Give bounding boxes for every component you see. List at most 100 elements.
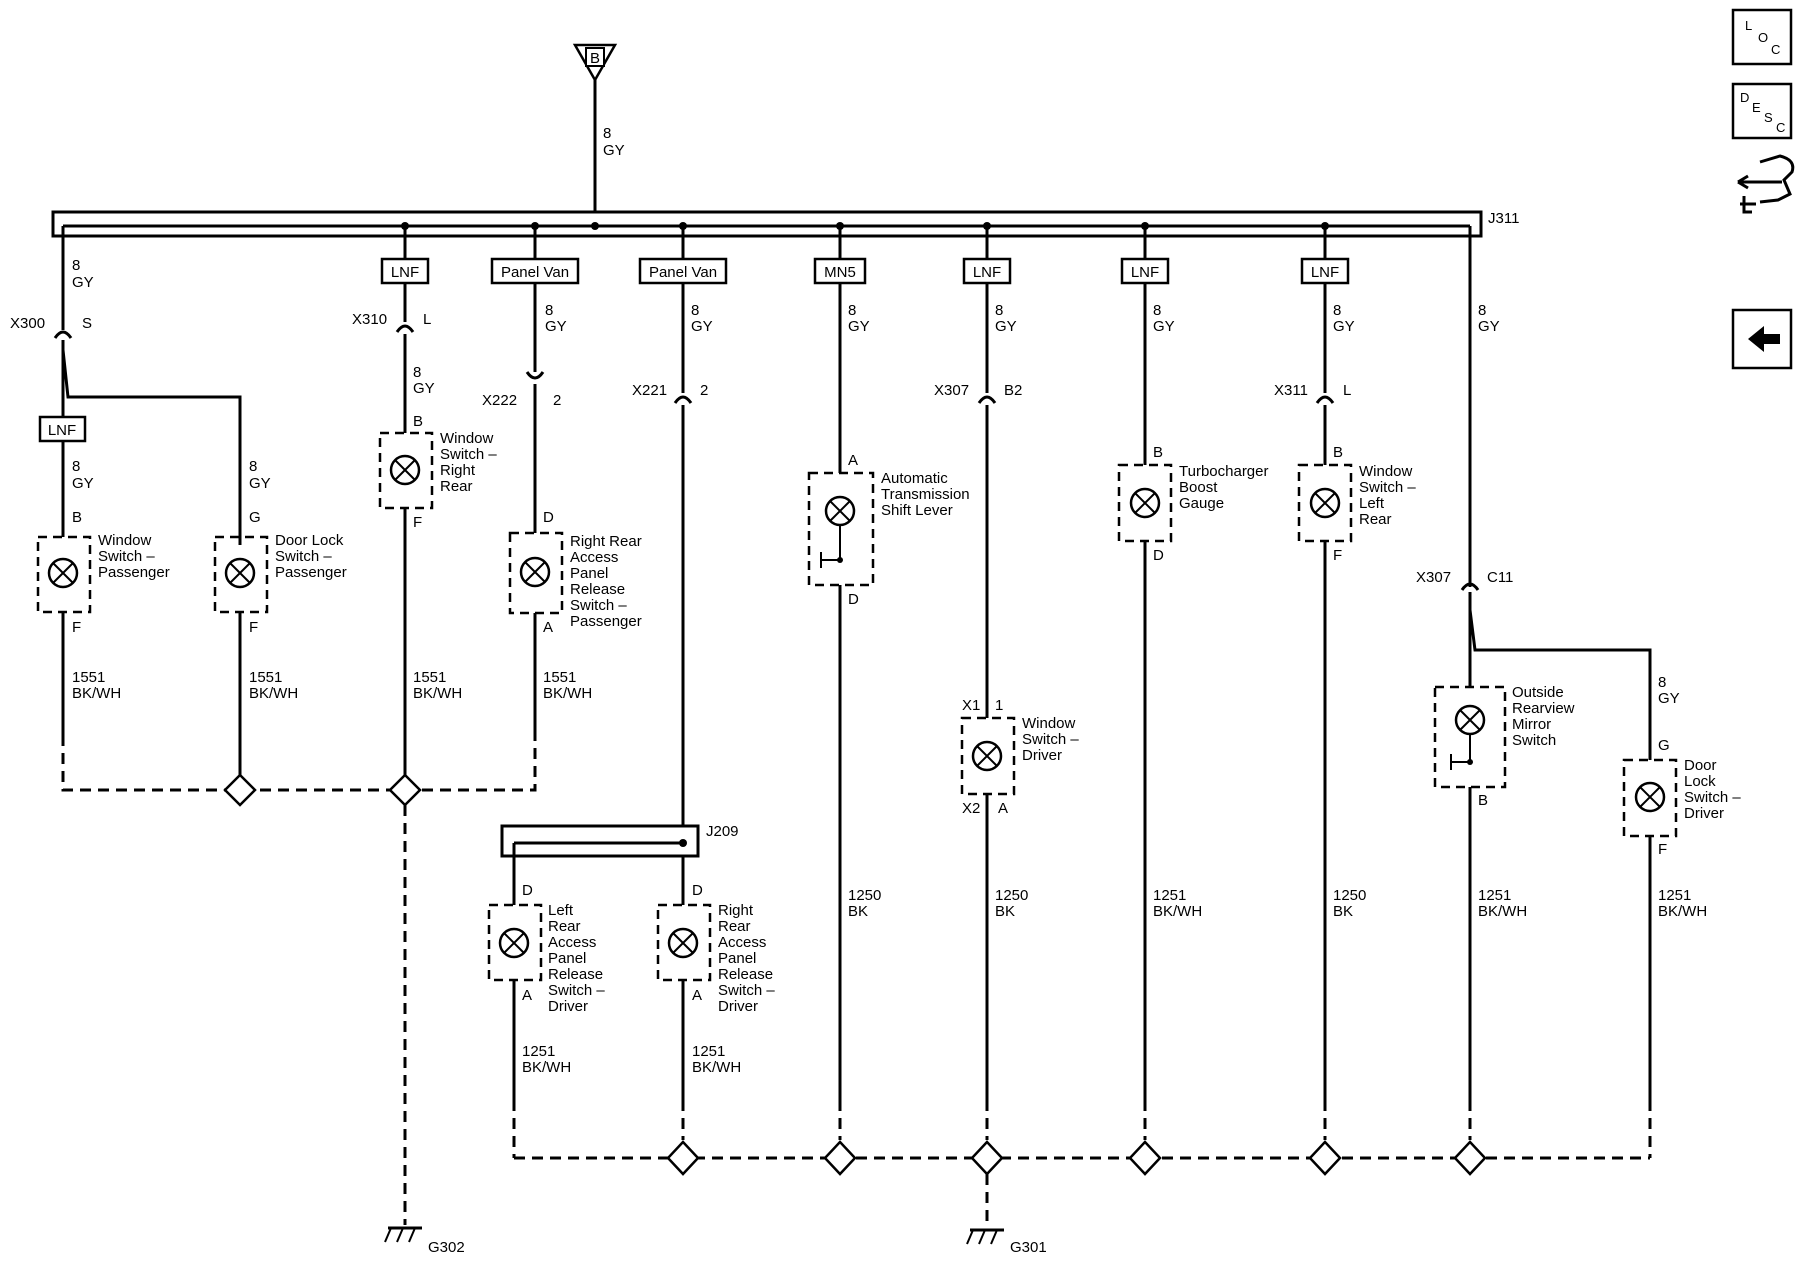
svg-text:1551: 1551 xyxy=(249,669,282,686)
svg-text:B: B xyxy=(72,509,82,526)
svg-text:1251: 1251 xyxy=(692,1043,725,1060)
loc-button[interactable]: L O C xyxy=(1731,8,1793,66)
svg-text:Rear: Rear xyxy=(440,478,473,495)
svg-text:Left: Left xyxy=(548,902,574,919)
circuit-window-switch-driver: LNF 8 GY X307 B2 X1 1 Window Switch – Dr… xyxy=(934,222,1079,1100)
svg-text:8: 8 xyxy=(72,458,80,475)
svg-text:O: O xyxy=(1758,30,1768,45)
svg-text:X310: X310 xyxy=(352,311,387,328)
svg-text:Automatic: Automatic xyxy=(881,470,948,487)
svg-text:LNF: LNF xyxy=(973,264,1001,281)
circuit-automatic-transmission-shift-lever: MN5 8 GY A Automatic Transmission Shift … xyxy=(807,222,970,1100)
svg-text:A: A xyxy=(848,452,858,469)
svg-text:8: 8 xyxy=(1333,302,1341,319)
svg-text:D: D xyxy=(848,591,859,608)
circuit-window-switch-right-rear: LNF X310 L 8 GY B Window Switch – Right … xyxy=(352,222,497,775)
circuit-left-rear-access-driver: D Left Rear Access Panel Release Switch … xyxy=(487,882,605,1100)
svg-text:1: 1 xyxy=(995,697,1003,714)
source-wire-color: GY xyxy=(603,142,625,159)
svg-text:Switch –: Switch – xyxy=(98,548,155,565)
svg-text:X2: X2 xyxy=(962,800,980,817)
svg-text:1551: 1551 xyxy=(413,669,446,686)
svg-text:E: E xyxy=(1752,100,1761,115)
svg-text:8: 8 xyxy=(848,302,856,319)
svg-text:Lock: Lock xyxy=(1684,773,1716,790)
svg-text:BK: BK xyxy=(1333,903,1353,920)
svg-text:Right: Right xyxy=(440,462,476,479)
svg-text:8: 8 xyxy=(691,302,699,319)
svg-text:GY: GY xyxy=(1153,318,1175,335)
svg-text:Driver: Driver xyxy=(1684,805,1724,822)
back-button[interactable] xyxy=(1731,308,1793,370)
svg-text:A: A xyxy=(692,987,702,1004)
svg-text:8: 8 xyxy=(995,302,1003,319)
svg-text:L: L xyxy=(1745,18,1752,33)
svg-text:Window: Window xyxy=(1022,715,1076,732)
svg-text:F: F xyxy=(1658,841,1667,858)
svg-text:BK/WH: BK/WH xyxy=(543,685,592,702)
svg-text:BK/WH: BK/WH xyxy=(522,1059,571,1076)
svg-text:Gauge: Gauge xyxy=(1179,495,1224,512)
svg-text:Driver: Driver xyxy=(548,998,588,1015)
svg-text:A: A xyxy=(998,800,1008,817)
circuit-right-rear-access-passenger: Panel Van 8 GY X222 2 D Right Rear Acces… xyxy=(482,222,642,735)
source-wire-size: 8 xyxy=(603,125,611,142)
svg-text:1251: 1251 xyxy=(1478,887,1511,904)
svg-text:Panel: Panel xyxy=(718,950,756,967)
svg-text:B: B xyxy=(1478,792,1488,809)
svg-text:F: F xyxy=(1333,547,1342,564)
svg-text:GY: GY xyxy=(545,318,567,335)
svg-text:8: 8 xyxy=(1658,674,1666,691)
svg-text:Mirror: Mirror xyxy=(1512,716,1551,733)
ground-g302: G302 xyxy=(428,1239,465,1256)
svg-text:MN5: MN5 xyxy=(824,264,856,281)
svg-text:Panel: Panel xyxy=(570,565,608,582)
svg-text:GY: GY xyxy=(413,380,435,397)
svg-text:2: 2 xyxy=(700,382,708,399)
svg-text:8: 8 xyxy=(545,302,553,319)
svg-text:Release: Release xyxy=(548,966,603,983)
svg-text:1250: 1250 xyxy=(995,887,1028,904)
svg-text:2: 2 xyxy=(553,392,561,409)
svg-text:1551: 1551 xyxy=(543,669,576,686)
ground-bus-right: G301 xyxy=(512,1100,1652,1256)
svg-text:Right Rear: Right Rear xyxy=(570,533,642,550)
svg-text:Passenger: Passenger xyxy=(275,564,347,581)
svg-text:BK: BK xyxy=(848,903,868,920)
svg-text:LNF: LNF xyxy=(391,264,419,281)
svg-text:B: B xyxy=(1153,444,1163,461)
svg-text:BK/WH: BK/WH xyxy=(692,1059,741,1076)
svg-text:GY: GY xyxy=(72,274,94,291)
svg-text:GY: GY xyxy=(691,318,713,335)
ground-g302-symbol xyxy=(384,1226,422,1243)
svg-text:Panel Van: Panel Van xyxy=(649,264,717,281)
window-switch-passenger-label-1: Window xyxy=(98,532,152,549)
ground-g301: G301 xyxy=(1010,1239,1047,1256)
svg-text:Switch –: Switch – xyxy=(548,982,605,999)
svg-text:Driver: Driver xyxy=(718,998,758,1015)
svg-text:Window: Window xyxy=(1359,463,1413,480)
svg-text:Access: Access xyxy=(718,934,766,951)
source-label: B xyxy=(590,50,600,67)
splice-j311-label: J311 xyxy=(1488,210,1519,227)
svg-text:Release: Release xyxy=(718,966,773,983)
svg-text:LNF: LNF xyxy=(1131,264,1159,281)
svg-text:D: D xyxy=(1153,547,1164,564)
desc-button[interactable]: D E S C xyxy=(1731,82,1793,140)
svg-text:Right: Right xyxy=(718,902,754,919)
connector-end-view-icon[interactable] xyxy=(1737,154,1795,214)
svg-text:8: 8 xyxy=(413,364,421,381)
svg-text:C: C xyxy=(1776,120,1785,135)
svg-text:S: S xyxy=(82,315,92,332)
circuit-j209-feed: Panel Van 8 GY X221 2 xyxy=(632,222,728,843)
svg-text:B: B xyxy=(413,413,423,430)
svg-text:F: F xyxy=(72,619,81,636)
svg-text:A: A xyxy=(543,619,553,636)
svg-text:Switch –: Switch – xyxy=(1359,479,1416,496)
svg-text:8: 8 xyxy=(1478,302,1486,319)
circuit-door-lock-switch-driver: 8 GY G Door Lock Switch – Driver F 1251 … xyxy=(1622,674,1741,1100)
svg-text:BK: BK xyxy=(995,903,1015,920)
svg-text:Rear: Rear xyxy=(1359,511,1392,528)
circuit-window-switch-left-rear: LNF 8 GY X311 L B Window Switch – Left R… xyxy=(1274,222,1416,1100)
